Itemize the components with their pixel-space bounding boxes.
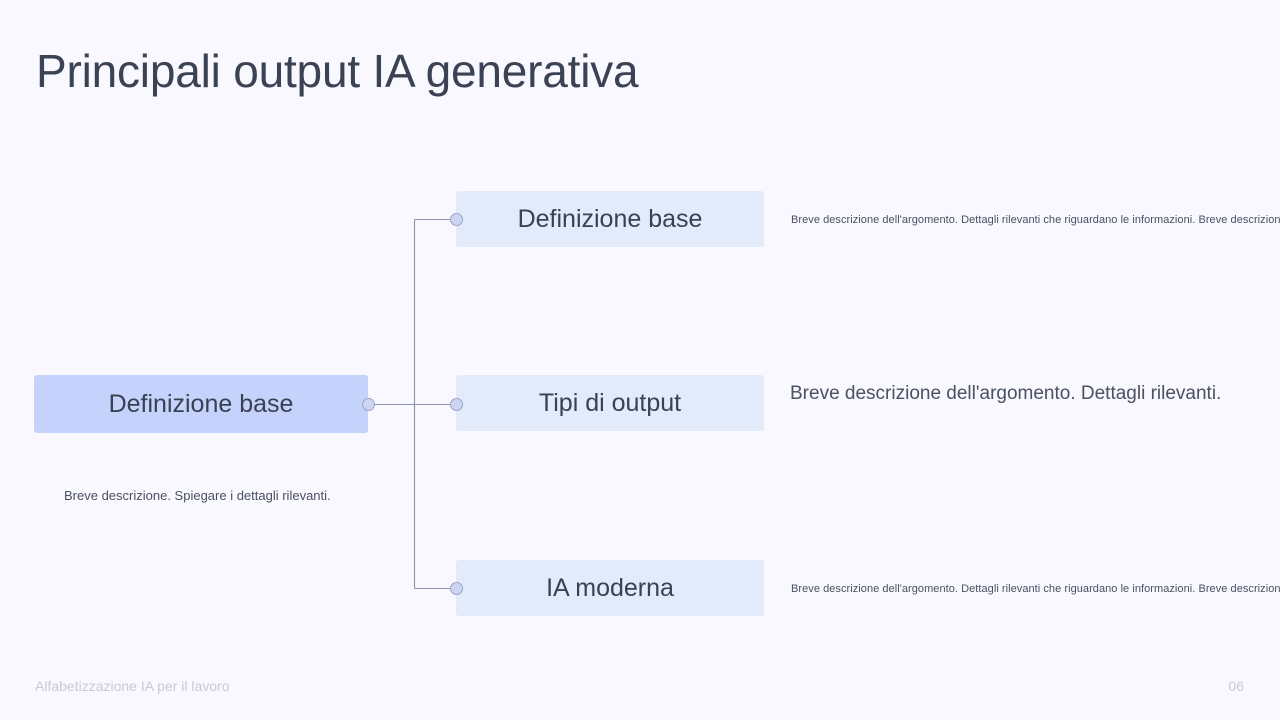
connector-dot-branch-3: [450, 582, 463, 595]
connector-dot-branch-1: [450, 213, 463, 226]
node-branch-2[interactable]: Tipi di output: [456, 375, 764, 431]
connector-dot-root: [362, 398, 375, 411]
footer-deck-title: Alfabetizzazione IA per il lavoro: [35, 678, 230, 694]
node-root[interactable]: Definizione base: [34, 375, 368, 433]
node-branch-2-description: Breve descrizione dell'argomento. Dettag…: [790, 383, 1222, 404]
node-root-description: Breve descrizione. Spiegare i dettagli r…: [64, 488, 331, 503]
footer-page-number: 06: [1228, 678, 1244, 694]
node-branch-3-label: IA moderna: [546, 574, 674, 602]
connector-dot-branch-2: [450, 398, 463, 411]
node-root-label: Definizione base: [108, 390, 294, 418]
node-branch-3[interactable]: IA moderna: [456, 560, 764, 616]
page-title: Principali output IA generativa: [36, 45, 639, 97]
node-branch-1-label: Definizione base: [517, 205, 703, 233]
node-branch-1[interactable]: Definizione base: [456, 191, 764, 247]
node-branch-2-label: Tipi di output: [538, 389, 682, 417]
node-branch-3-description: Breve descrizione dell'argomento. Dettag…: [791, 583, 1280, 595]
node-branch-1-description: Breve descrizione dell'argomento. Dettag…: [791, 214, 1280, 226]
